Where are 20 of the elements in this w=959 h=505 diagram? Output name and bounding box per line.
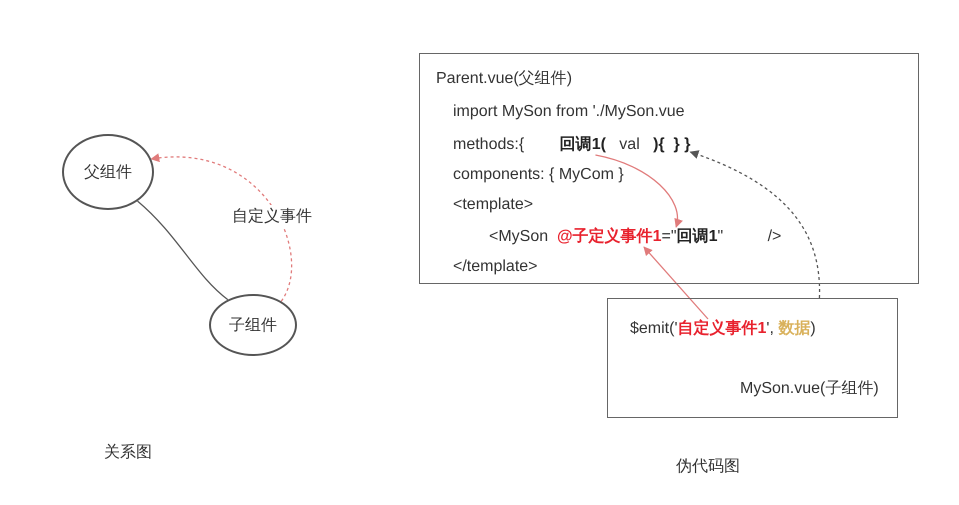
component-circle: 父组件: [62, 134, 154, 210]
box-heading: MySon.vue(子组件): [740, 379, 879, 399]
code-box: [607, 298, 898, 418]
diagram-caption: 关系图: [104, 442, 152, 463]
code-line: import MySon from './MySon.vue: [453, 102, 685, 122]
arrow: [595, 154, 682, 228]
code-line: components: { MyCom }: [453, 165, 624, 185]
code-line: <template>: [453, 195, 534, 215]
code-box: [419, 53, 919, 284]
connector-line: [137, 200, 228, 300]
code-line: <MySon @子定义事件1="回调1" />: [489, 227, 782, 247]
code-line: methods:{ 回调1( val ){ } }: [453, 135, 690, 155]
diagram-caption: 伪代码图: [676, 457, 740, 477]
dashed-arrow: [690, 150, 820, 298]
component-circle: 子组件: [209, 294, 297, 356]
arrow: [643, 246, 708, 320]
code-line: </template>: [453, 257, 538, 277]
dashed-arrow: [150, 154, 292, 302]
box-heading: Parent.vue(父组件): [436, 69, 572, 89]
code-line: $emit('自定义事件1', 数据): [630, 319, 816, 339]
